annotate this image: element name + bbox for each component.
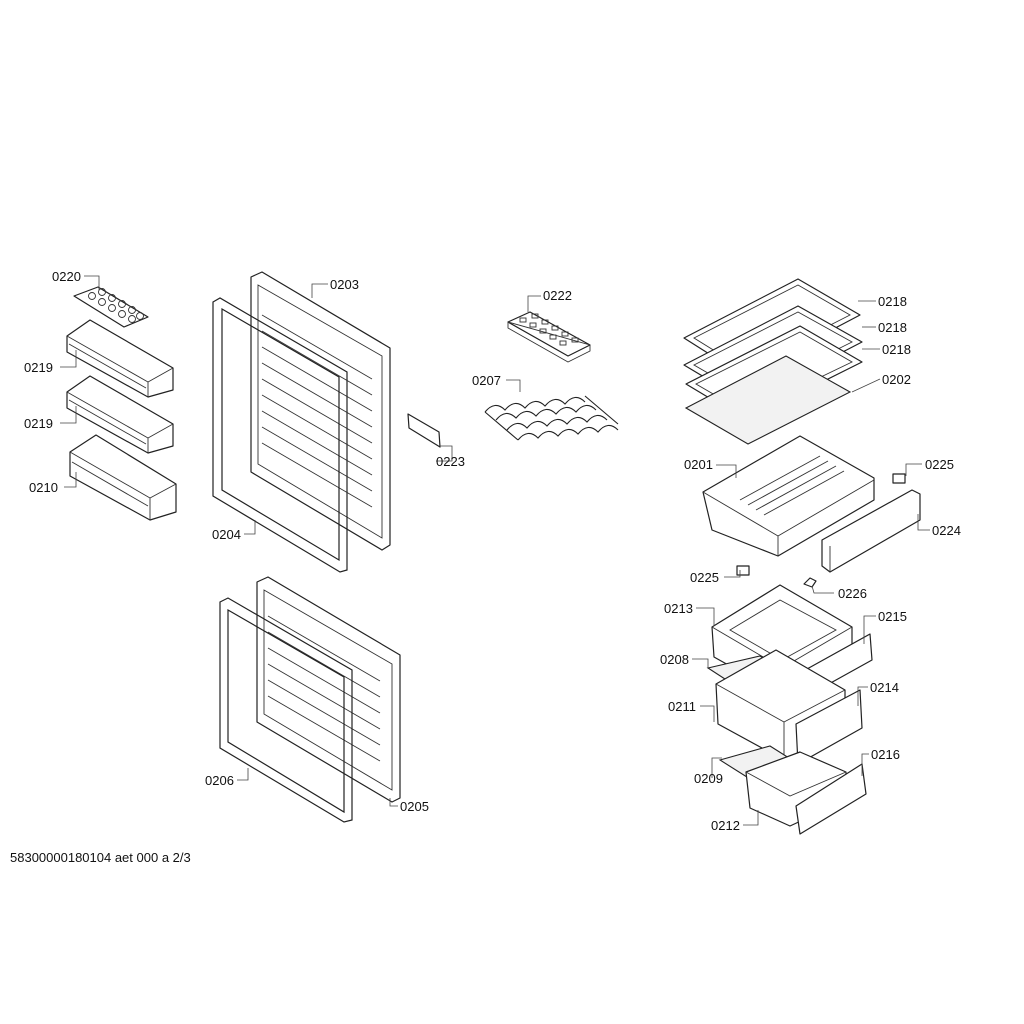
part-label-0218: 0218 — [878, 294, 907, 309]
part-label-0215: 0215 — [878, 609, 907, 624]
part-label-0201: 0201 — [684, 457, 713, 472]
part-label-0209: 0209 — [694, 771, 723, 786]
glass-plate — [684, 355, 852, 445]
clip-left — [736, 565, 750, 576]
crisper-drawer — [702, 435, 875, 557]
part-label-0203: 0203 — [330, 277, 359, 292]
part-label-0204: 0204 — [212, 527, 241, 542]
part-label-0210: 0210 — [29, 480, 58, 495]
part-label-0218: 0218 — [878, 320, 907, 335]
part-label-0218: 0218 — [882, 342, 911, 357]
rating-label-plate — [407, 413, 441, 448]
part-label-0202: 0202 — [882, 372, 911, 387]
upper-door — [250, 271, 391, 551]
part-label-0225: 0225 — [690, 570, 719, 585]
upper-door-gasket — [212, 297, 348, 573]
part-label-0220: 0220 — [52, 269, 81, 284]
ice-cube-tray — [507, 311, 591, 363]
crisper-front-panel — [821, 489, 921, 573]
leader-lines — [60, 275, 930, 826]
part-label-0223: 0223 — [436, 454, 465, 469]
egg-tray — [73, 286, 149, 328]
part-label-0214: 0214 — [870, 680, 899, 695]
part-label-0216: 0216 — [871, 747, 900, 762]
document-footer-code: 58300000180104 aet 000 a 2/3 — [10, 850, 191, 865]
part-label-0211: 0211 — [668, 699, 696, 714]
clip-right — [892, 473, 906, 484]
part-label-0226: 0226 — [838, 586, 867, 601]
part-label-0225: 0225 — [925, 457, 954, 472]
part-label-0206: 0206 — [205, 773, 234, 788]
bottle-rack — [484, 395, 619, 441]
freezer-front-bottom — [795, 763, 867, 835]
part-label-0219: 0219 — [24, 416, 53, 431]
lower-door-gasket — [219, 597, 353, 823]
part-label-0213: 0213 — [664, 601, 693, 616]
part-label-0222: 0222 — [543, 288, 572, 303]
hinge-clip — [803, 577, 817, 588]
part-label-0212: 0212 — [711, 818, 740, 833]
part-label-0224: 0224 — [932, 523, 961, 538]
part-label-0219: 0219 — [24, 360, 53, 375]
part-label-0207: 0207 — [472, 373, 501, 388]
lower-door — [256, 576, 401, 803]
part-label-0208: 0208 — [660, 652, 689, 667]
part-label-0205: 0205 — [400, 799, 429, 814]
door-shelf-bottom — [69, 434, 177, 521]
door-shelf-upper — [66, 319, 174, 398]
door-shelf-middle — [66, 375, 174, 454]
freezer-front-middle — [795, 689, 863, 765]
